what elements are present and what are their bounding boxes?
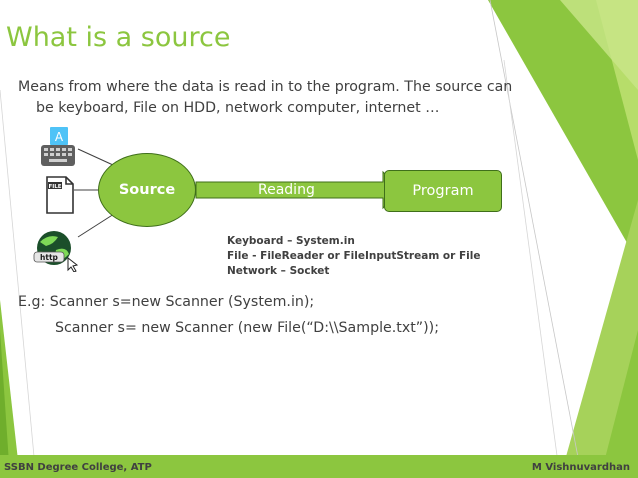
program-node: Program: [384, 170, 502, 212]
keyboard-key-letter: A: [55, 130, 64, 144]
footer-college: SSBN Degree College, ATP: [4, 462, 152, 473]
note-network: Network – Socket: [227, 265, 330, 277]
keyboard-icon: A: [40, 127, 76, 171]
note-keyboard: Keyboard – System.in: [227, 235, 355, 247]
reading-arrow-label: Reading: [258, 182, 315, 198]
file-icon-tag: FILE: [48, 184, 61, 190]
source-node: Source: [98, 153, 196, 227]
example-line-1: E.g: Scanner s=new Scanner (System.in);: [18, 294, 315, 310]
footer-author: M Vishnuvardhan: [531, 462, 630, 473]
globe-http-icon: http: [32, 228, 84, 276]
globe-http-text: http: [40, 253, 59, 262]
intro-line-1: Means from where the data is read in to …: [18, 79, 513, 95]
slide-title: What is a source: [6, 22, 231, 53]
intro-line-2: be keyboard, File on HDD, network comput…: [36, 100, 440, 116]
intro-paragraph: Means from where the data is read in to …: [18, 77, 528, 119]
note-file: File - FileReader or FileInputStream or …: [227, 250, 481, 262]
file-icon: FILE: [46, 176, 74, 218]
source-notes: Keyboard – System.in File - FileReader o…: [227, 234, 480, 279]
example-line-2: Scanner s= new Scanner (new File(“D:\\Sa…: [55, 320, 439, 336]
